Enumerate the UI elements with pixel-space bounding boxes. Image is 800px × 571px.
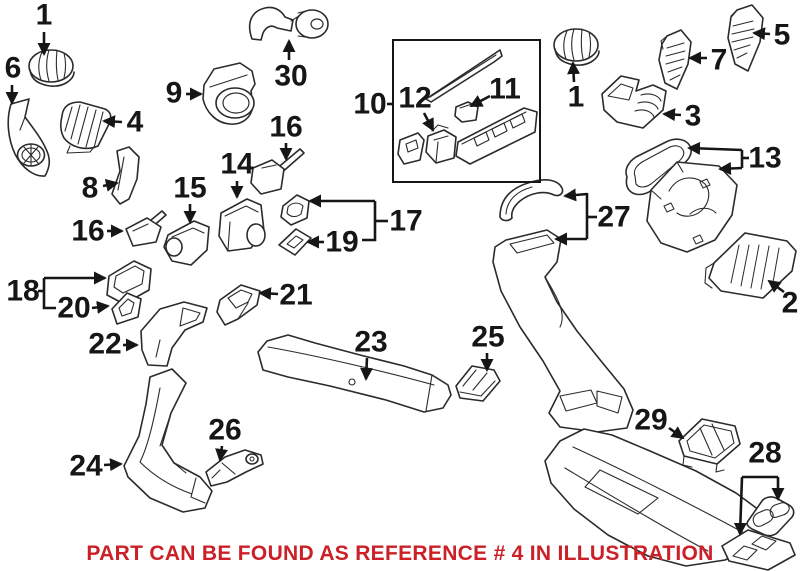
callout-arrow-12	[422, 112, 435, 132]
part-8-trim-blade	[111, 146, 140, 205]
callout-label-2: 2	[782, 287, 799, 320]
caption-text: PART CAN BE FOUND AS REFERENCE # 4 IN IL…	[86, 542, 714, 565]
part-27-rear-duct	[492, 229, 634, 433]
callout-arrow-28	[733, 476, 747, 536]
part-15-vent-housing	[163, 220, 210, 266]
callout-label-11: 11	[489, 73, 521, 106]
part-30-vent-pipe	[248, 6, 329, 41]
callout-label-21: 21	[279, 279, 312, 312]
part-23-center-duct	[257, 334, 452, 413]
callout-label-1-right: 1	[568, 81, 585, 114]
part-5-pillar-vent	[727, 4, 764, 72]
callout-label-15: 15	[173, 172, 206, 205]
part-20-cover-plate	[111, 292, 142, 325]
part-1-round-vent-right	[553, 28, 600, 66]
part-28-outlet-grille	[746, 496, 795, 537]
callout-arrow-20	[91, 300, 110, 314]
callout-label-20: 20	[57, 292, 90, 325]
callout-arrow-26	[215, 445, 228, 462]
callout-arrow-13	[687, 141, 743, 155]
callout-arrow-1-right	[567, 61, 581, 83]
part-11-clip	[454, 101, 479, 123]
part-24-floor-duct-left	[123, 368, 213, 513]
part-rear-floor-duct	[544, 428, 796, 571]
part-1-round-vent-left	[28, 49, 75, 87]
callout-label-10: 10	[353, 88, 386, 121]
callout-label-12: 12	[398, 82, 431, 115]
part-air-distributor-housing	[646, 161, 738, 253]
callout-label-6: 6	[5, 52, 22, 85]
callout-label-19: 19	[325, 226, 358, 259]
callout-label-29: 29	[634, 404, 667, 437]
part-17-vent-piece	[280, 194, 310, 226]
part-10-bracket	[397, 132, 425, 165]
callout-label-4: 4	[127, 106, 144, 139]
part-10-vent	[455, 107, 538, 165]
part-16-control-knob	[125, 210, 167, 247]
callout-label-7: 7	[711, 44, 728, 77]
callout-label-8: 8	[82, 172, 99, 205]
callout-arrow-13	[718, 162, 743, 175]
callout-arrow-3	[662, 108, 682, 122]
callout-label-18: 18	[6, 275, 39, 308]
callout-label-28: 28	[748, 437, 781, 470]
part-13-seal-frame	[625, 138, 692, 196]
callout-arrow-29	[668, 426, 685, 440]
callout-label-1-left: 1	[36, 0, 53, 32]
part-21-bracket-duct	[216, 284, 261, 326]
parts-artwork	[7, 4, 797, 571]
callout-line-17	[362, 201, 377, 242]
callout-label-14: 14	[220, 148, 254, 181]
callout-label-24: 24	[69, 450, 103, 483]
callout-arrow-4	[102, 115, 123, 129]
callout-label-23: 23	[354, 326, 387, 359]
callout-label-5: 5	[774, 19, 791, 52]
part-16-control-rod	[250, 148, 305, 195]
callout-arrow-27	[563, 188, 588, 202]
callout-label-13: 13	[748, 142, 781, 175]
callout-label-16-upper: 16	[269, 111, 302, 144]
part-19-gasket	[278, 228, 312, 256]
callout-label-9: 9	[166, 77, 183, 110]
part-3-dash-vent	[601, 75, 667, 129]
callout-label-30: 30	[274, 60, 307, 93]
part-7-pillar-vent	[658, 29, 692, 90]
part-18-vent-duct	[106, 260, 152, 305]
callout-label-22: 22	[88, 328, 121, 361]
callout-arrow-11	[469, 94, 491, 108]
callout-label-26: 26	[208, 414, 241, 447]
callout-label-17: 17	[389, 205, 422, 238]
callout-arrow-24	[103, 458, 123, 472]
callout-label-3: 3	[685, 100, 702, 133]
part-29-rear-vent	[678, 418, 741, 473]
part-26-mounting-bracket	[205, 449, 264, 487]
callout-arrow-21	[258, 287, 279, 301]
callout-arrow-2	[767, 279, 785, 294]
callout-arrow-5	[752, 27, 771, 41]
group-box-10	[392, 39, 541, 183]
callout-arrow-23	[360, 357, 374, 381]
part-9-duct-elbow	[202, 62, 256, 125]
callout-line-18	[42, 278, 56, 310]
part-12-adjuster	[425, 124, 457, 164]
part-22-duct-elbow	[140, 301, 208, 367]
callout-arrow-8	[102, 178, 119, 192]
part-14-vent-housing	[218, 198, 266, 252]
callout-label-25: 25	[471, 321, 504, 354]
part-12-trim-strip	[425, 49, 503, 103]
part-4-dash-vent	[59, 101, 112, 154]
part-6-side-demister	[7, 98, 51, 177]
part-25-vent-grille	[455, 365, 501, 402]
callout-label-27: 27	[597, 201, 630, 234]
callout-label-16-left: 16	[71, 215, 104, 248]
part-27-handle-trim	[499, 179, 564, 222]
